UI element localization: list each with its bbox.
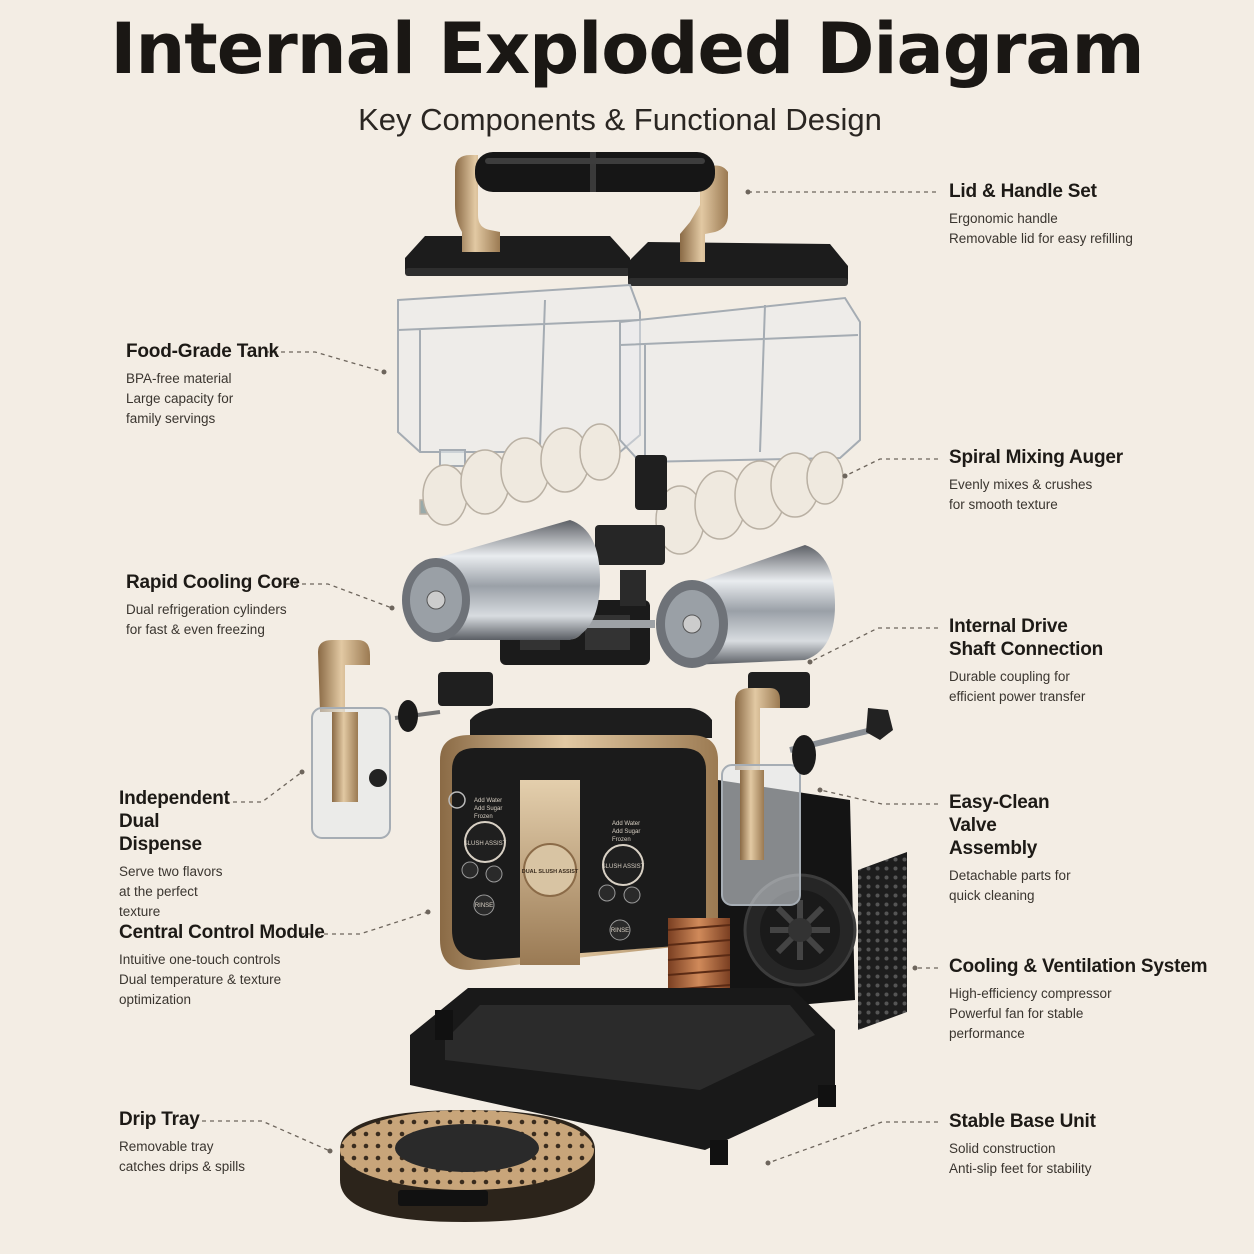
lid-handle-set (405, 152, 848, 286)
callout-line: Powerful fan for stable (949, 1006, 1084, 1021)
callout-title: Independent Dual Dispense (119, 788, 230, 855)
callout-drive-shaft: Internal Drive Shaft Connection Durable … (949, 615, 1119, 707)
page-title: Internal Exploded Diagram (110, 8, 1144, 90)
right-rinse-label: RINSE (611, 928, 629, 934)
center-badge-label: DUAL SLUSH ASSIST (522, 869, 579, 875)
spiral-mixing-augers (419, 423, 844, 555)
rapid-cooling-cylinders (402, 520, 835, 668)
callout-auger: Spiral Mixing Auger Evenly mixes & crush… (949, 446, 1239, 515)
callout-line: Serve two flavors (119, 864, 223, 879)
callout-title: Central Control Module (119, 922, 325, 943)
callout-line: Detachable parts for (949, 868, 1071, 883)
left-rinse-label: RINSE (475, 903, 493, 909)
callout-ventilation: Cooling & Ventilation System High-effici… (949, 955, 1239, 1044)
callout-line: Removable lid for easy refilling (949, 231, 1133, 246)
callout-line: BPA-free material (126, 371, 232, 386)
callout-line: Durable coupling for (949, 669, 1070, 684)
vent-grille (858, 852, 907, 1030)
callout-line: High-efficiency compressor (949, 986, 1112, 1001)
callout-line: catches drips & spills (119, 1159, 246, 1174)
callout-title: Rapid Cooling Core (126, 572, 300, 593)
callout-cooling-core: Rapid Cooling Core Dual refrigeration cy… (126, 571, 416, 640)
callout-line: Large capacity for (126, 391, 234, 406)
callout-line: Dual refrigeration cylinders (126, 602, 287, 617)
callout-line: at the perfect texture (119, 884, 198, 919)
callout-title: Drip Tray (119, 1109, 200, 1130)
callout-title: Stable Base Unit (949, 1111, 1096, 1132)
left-menu-item-1: Add Sugar (474, 806, 502, 812)
callout-title: Easy-Clean Valve Assembly (949, 792, 1050, 859)
callout-base: Stable Base Unit Solid construction Anti… (949, 1110, 1239, 1179)
food-grade-tanks (397, 283, 861, 467)
callout-line: optimization (119, 992, 192, 1007)
callout-valve: Easy-Clean Valve Assembly Detachable par… (949, 791, 1089, 906)
callout-line: for fast & even freezing (126, 622, 265, 637)
callout-line: Removable tray (119, 1139, 214, 1154)
left-knob-label: SLUSH ASSIST (464, 841, 507, 847)
page-subtitle: Key Components & Functional Design (358, 102, 882, 137)
control-panel-labels: Add Water Add Sugar Frozen SLUSH ASSIST … (464, 798, 645, 934)
left-menu-item-2: Frozen (474, 814, 493, 820)
callout-dual-dispense: Independent Dual Dispense Serve two flav… (119, 787, 239, 922)
callout-line: Solid construction (949, 1141, 1056, 1156)
drip-tray (340, 1110, 595, 1222)
callout-line: Intuitive one-touch controls (119, 952, 281, 967)
right-dispense-valve (721, 688, 893, 906)
leader-lines (202, 189, 938, 1166)
callout-line: family servings (126, 411, 216, 426)
right-menu-item-1: Add Sugar (612, 829, 640, 835)
callout-title: Internal Drive Shaft Connection (949, 616, 1104, 660)
left-menu-item-0: Add Water (474, 798, 502, 804)
right-menu-item-0: Add Water (612, 821, 640, 827)
callout-line: Dual temperature & texture (119, 972, 282, 987)
callout-line: quick cleaning (949, 888, 1035, 903)
right-knob-label: SLUSH ASSIST (602, 864, 645, 870)
right-menu-item-2: Frozen (612, 837, 631, 843)
callout-line: Anti-slip feet for stability (949, 1161, 1092, 1176)
callout-title: Food-Grade Tank (126, 341, 279, 362)
callout-food-tank: Food-Grade Tank BPA-free material Large … (126, 340, 416, 429)
callout-title: Spiral Mixing Auger (949, 447, 1123, 468)
callout-title: Lid & Handle Set (949, 181, 1097, 202)
left-dispense-valve (311, 640, 441, 839)
callout-control: Central Control Module Intuitive one-tou… (119, 921, 409, 1010)
callout-line: Ergonomic handle (949, 211, 1058, 226)
base-unit (410, 988, 836, 1165)
callout-title: Cooling & Ventilation System (949, 956, 1208, 977)
callout-line: performance (949, 1026, 1025, 1041)
callout-drip-tray: Drip Tray Removable tray catches drips &… (119, 1108, 409, 1177)
callout-line: Evenly mixes & crushes (949, 477, 1093, 492)
callout-line: for smooth texture (949, 497, 1058, 512)
callout-lid-handle: Lid & Handle Set Ergonomic handle Remova… (949, 180, 1239, 249)
callout-line: efficient power transfer (949, 689, 1086, 704)
